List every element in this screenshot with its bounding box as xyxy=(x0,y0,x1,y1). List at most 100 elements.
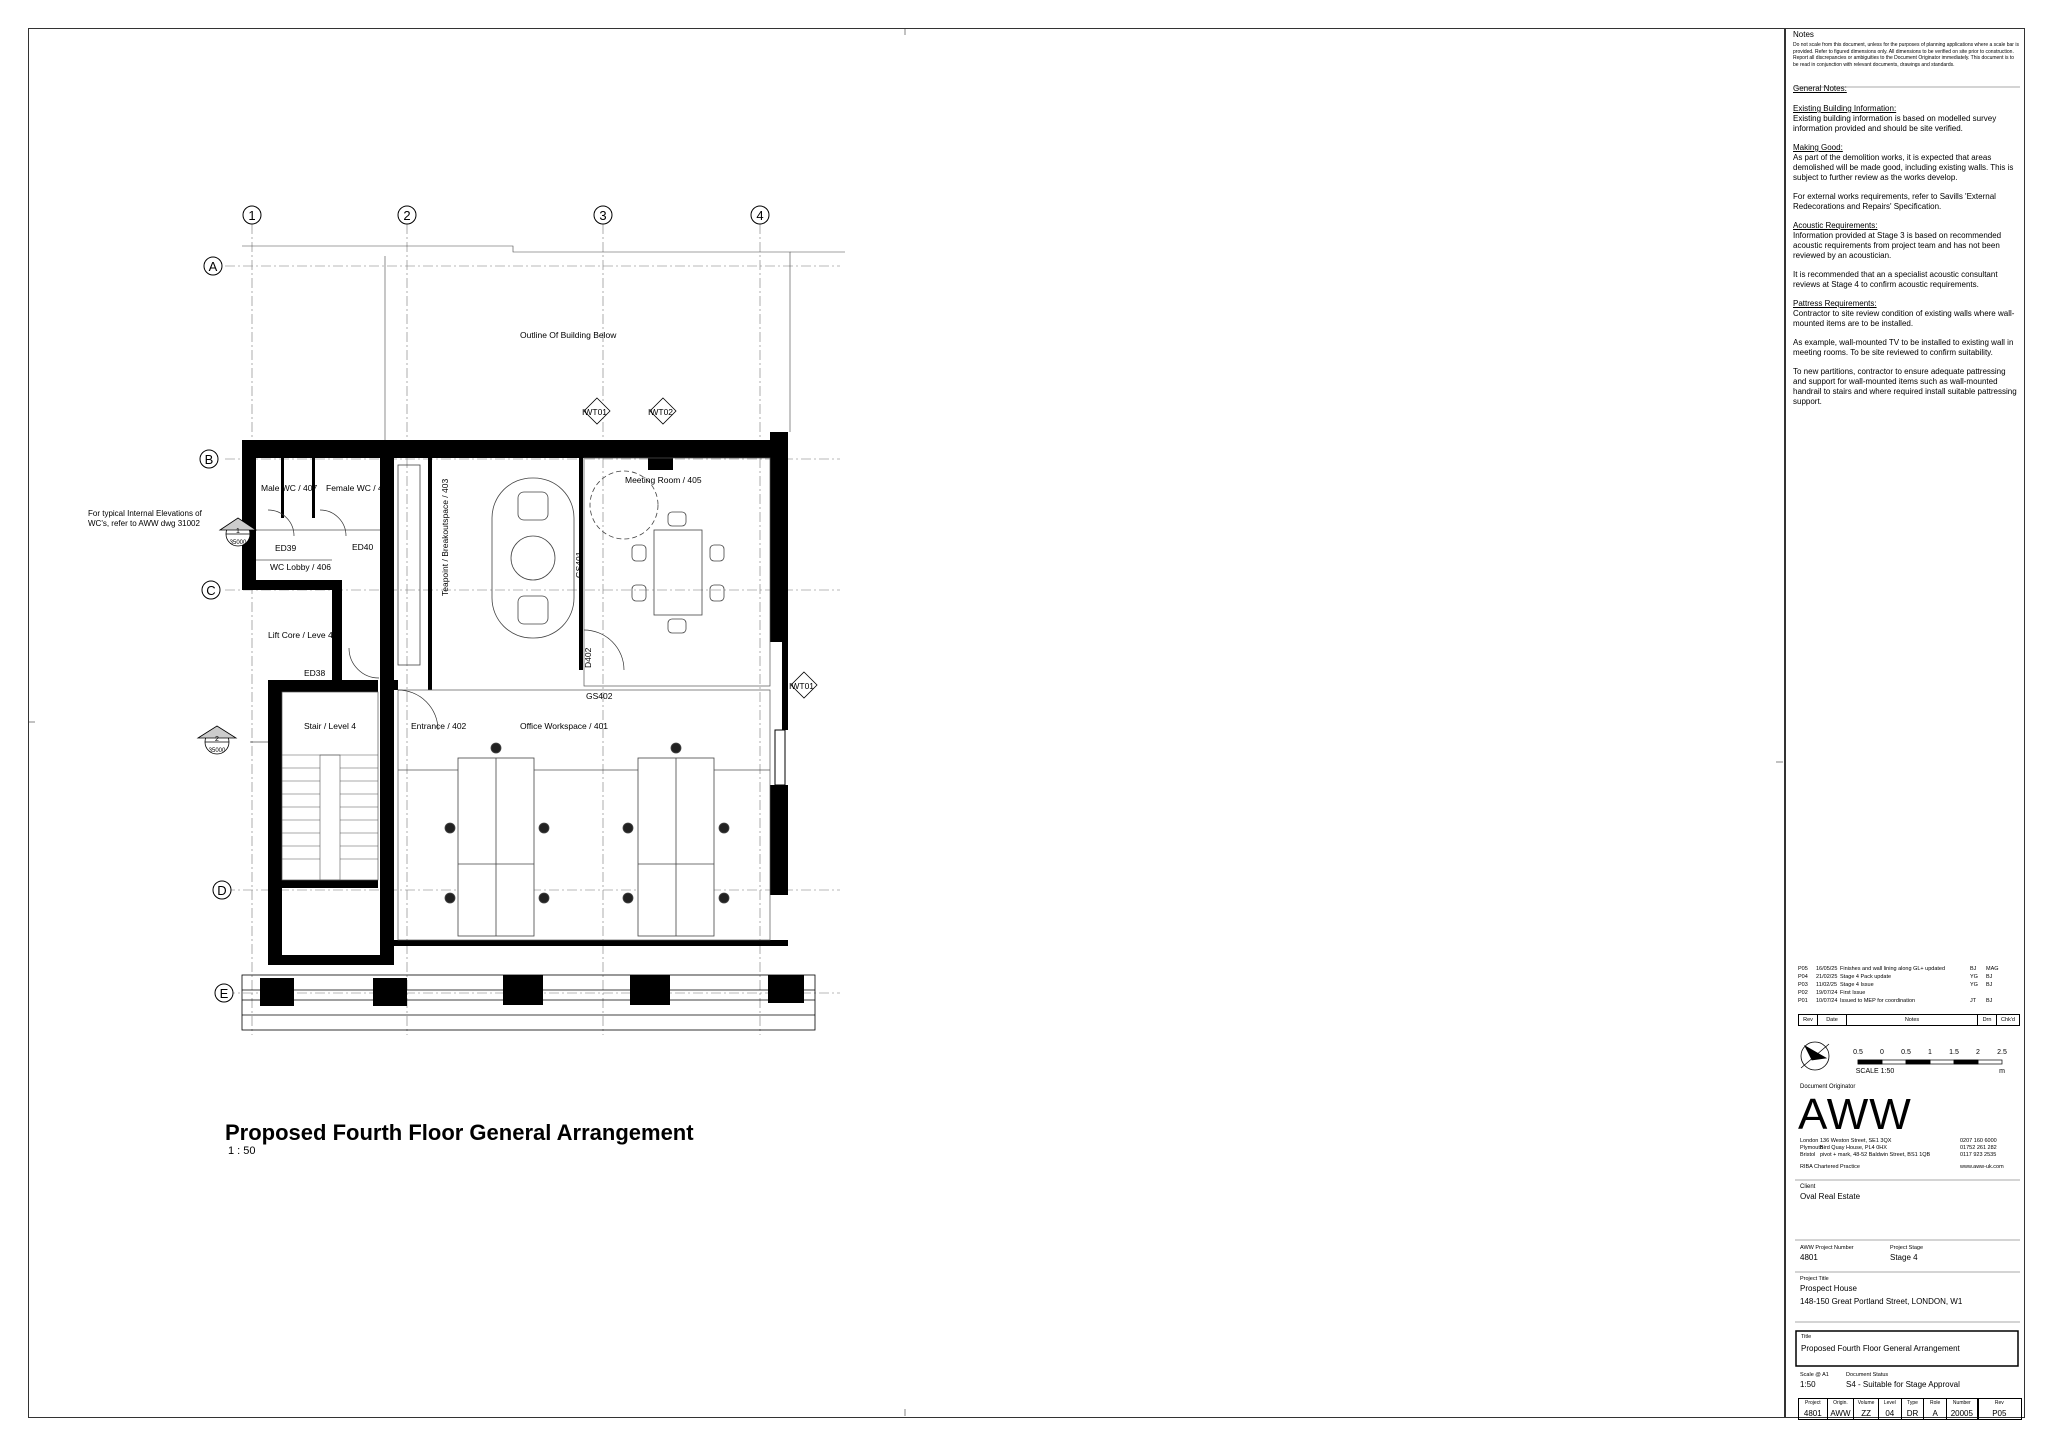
making-heading: Making Good: xyxy=(1793,143,1843,152)
title-block-border xyxy=(1785,28,2025,1418)
drawing-title: Proposed Fourth Floor General Arrangemen… xyxy=(225,1120,694,1145)
scale-unit: m xyxy=(1999,1068,2005,1075)
grid-bubbles xyxy=(199,205,770,1003)
scale-label: SCALE 1:50 xyxy=(1856,1068,1895,1075)
elevation-note: For typical Internal Elevations of WC's,… xyxy=(88,509,202,528)
notes-panel: Notes Do not scale from this document, u… xyxy=(1793,30,2020,416)
grid-label: 4 xyxy=(756,208,763,223)
room-label-teapoint: Teapoint / Breakoutspace / 403 xyxy=(440,479,450,596)
pattress-text-2: As example, wall-mounted TV to be instal… xyxy=(1793,338,2014,357)
section-1-ref: 35000 xyxy=(230,540,247,546)
scale-a1-label: Scale @ A1 xyxy=(1800,1372,1829,1378)
project-address: 148-150 Great Portland Street, LONDON, W… xyxy=(1800,1297,1963,1306)
stair-treads xyxy=(282,754,378,881)
notes-title: Notes xyxy=(1793,30,1814,39)
project-number-label: AWW Project Number xyxy=(1800,1245,1854,1251)
grid-label: E xyxy=(220,986,229,1001)
room-label-entrance: Entrance / 402 xyxy=(411,721,467,731)
grid-label: B xyxy=(205,452,214,467)
grid-label: D xyxy=(217,883,226,898)
project-stage-label: Project Stage xyxy=(1890,1245,1924,1251)
tag-ed39: ED39 xyxy=(275,543,297,553)
originator-label: Document Originator xyxy=(1800,1084,1856,1090)
room-label-office: Office Workspace / 401 xyxy=(520,721,608,731)
general-notes-heading: General Notes: xyxy=(1793,84,1847,93)
grid-label: 2 xyxy=(403,208,410,223)
scale-tick: 1.5 xyxy=(1949,1049,1959,1056)
room-label-meeting: Meeting Room / 405 xyxy=(625,475,702,485)
walls xyxy=(242,432,804,1006)
room-label-lift-core: Lift Core / Leve 4 xyxy=(268,630,333,640)
project-stage: Stage 4 xyxy=(1890,1253,1918,1262)
grid-label: C xyxy=(206,583,215,598)
existing-heading: Existing Building Information: xyxy=(1793,104,1897,113)
sheet-title-box xyxy=(1795,1330,2019,1367)
client-label: Client xyxy=(1800,1184,1816,1190)
doc-cell: Origin.AWW xyxy=(1828,1399,1855,1419)
client-value: Oval Real Estate xyxy=(1800,1192,1861,1201)
grid-label: 1 xyxy=(248,208,255,223)
grid-label: A xyxy=(209,259,218,274)
outline-label: Outline Of Building Below xyxy=(520,330,617,340)
aww-logo: AWW xyxy=(1798,1090,1912,1139)
project-title: Prospect House xyxy=(1800,1284,1857,1293)
existing-text: Existing building information is based o… xyxy=(1793,114,1997,133)
sheet-title: Proposed Fourth Floor General Arrangemen… xyxy=(1801,1344,1960,1353)
grid-label: 3 xyxy=(599,208,606,223)
making-text: As part of the demolition works, it is e… xyxy=(1793,153,2014,182)
scale-bar xyxy=(1857,1059,2003,1065)
section-1-number: 1 xyxy=(236,528,240,535)
tag-ed38: ED38 xyxy=(304,668,326,678)
doc-status-label: Document Status xyxy=(1846,1372,1889,1378)
acoustic-text-2: It is recommended that an a specialist a… xyxy=(1793,270,1998,289)
room-label-wc-lobby: WC Lobby / 406 xyxy=(270,562,331,572)
tag-iwt01: IWT01 xyxy=(582,407,607,417)
room-label-female-wc: Female WC / 408 xyxy=(326,483,392,493)
revision-header: Rev Date Notes Drn Chk'd xyxy=(1798,1014,2020,1026)
tag-ed40: ED40 xyxy=(352,542,374,552)
room-label-male-wc: Male WC / 407 xyxy=(261,483,317,493)
acoustic-heading: Acoustic Requirements: xyxy=(1793,221,1878,230)
drawing-scale: 1 : 50 xyxy=(228,1145,256,1157)
scale-tick: 2 xyxy=(1976,1049,1980,1056)
scale-tick: 0.5 xyxy=(1901,1049,1911,1056)
room-label-stair: Stair / Level 4 xyxy=(304,721,356,731)
scale-tick: 2.5 xyxy=(1997,1049,2007,1056)
office-desks xyxy=(444,742,730,937)
tag-d402: D402 xyxy=(583,647,593,668)
acoustic-text-1: Information provided at Stage 3 is based… xyxy=(1793,231,2002,260)
pattress-text-3: To new partitions, contractor to ensure … xyxy=(1793,367,2017,406)
tag-gs401: GS401 xyxy=(574,551,584,578)
breakout-furniture xyxy=(397,464,575,666)
project-title-label: Project Title xyxy=(1800,1276,1829,1282)
doc-status: S4 - Suitable for Stage Approval xyxy=(1846,1380,1960,1389)
sheet-border xyxy=(28,28,1785,1418)
external-text: For external works requirements, refer t… xyxy=(1793,192,1996,211)
scale-tick: 1 xyxy=(1928,1049,1932,1056)
section-2-ref: 35000 xyxy=(209,748,226,754)
tag-iwt01: IWT01 xyxy=(789,681,814,691)
scale-tick: 0.5 xyxy=(1853,1049,1863,1056)
tag-gs402: GS402 xyxy=(586,691,613,701)
door-swings xyxy=(267,509,625,731)
wall-type-tags xyxy=(583,397,818,699)
scale-a1: 1:50 xyxy=(1800,1380,1816,1389)
scale-tick: 0 xyxy=(1880,1049,1884,1056)
notes-disclaimer: Do not scale from this document, unless … xyxy=(1793,42,2019,68)
section-2-number: 2 xyxy=(215,736,219,743)
south-facade xyxy=(241,974,816,1031)
title-block-dividers xyxy=(1795,86,2020,1323)
